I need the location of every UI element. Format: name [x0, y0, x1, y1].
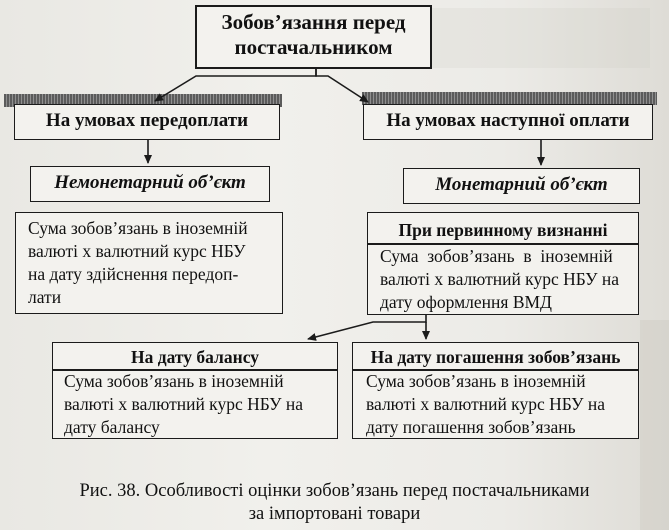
left-description-box	[15, 212, 283, 314]
repayment-date-box	[352, 342, 639, 439]
balance-date-line2: валюті х валютний курс НБУ на	[64, 394, 304, 414]
repayment-date-title: На дату погашення зобов’язань	[370, 347, 621, 367]
initial-recognition-divider	[367, 243, 639, 245]
header-shadow-left	[4, 94, 282, 107]
balance-date-line1: Сума зобов’язань в іноземній	[64, 371, 284, 391]
arrow-top-to-left	[154, 69, 317, 102]
left-header-label: На умовах передоплати	[45, 110, 249, 131]
left-description-line2: валюті х валютний курс НБУ	[28, 241, 246, 261]
balance-date-line3: дату балансу	[64, 417, 160, 437]
initial-recognition-box	[367, 212, 639, 315]
right-header-label: На умовах наступної оплати	[386, 110, 630, 131]
left-header-box	[14, 104, 280, 140]
header-shadow-right	[362, 92, 657, 105]
balance-date-box	[52, 342, 338, 439]
left-description-line4: лати	[28, 287, 62, 307]
left-object-label: Немонетарний об’єкт	[54, 172, 246, 193]
repayment-date-divider	[352, 369, 639, 371]
repayment-date-line1: Сума зобов’язань в іноземній	[366, 371, 586, 391]
figure-caption-line2: за імпортовані товари	[248, 504, 421, 524]
initial-recognition-title: При первинному визнанні	[398, 220, 608, 240]
left-object-box	[30, 166, 270, 202]
left-description-line1: Сума зобов’язань в іноземній	[28, 218, 248, 238]
top-box	[195, 5, 432, 69]
repayment-date-line3: дату погашення зобов’язань	[366, 417, 576, 437]
balance-date-divider	[52, 369, 338, 371]
balance-date-title: На дату балансу	[131, 347, 259, 367]
initial-recognition-line2: валюті х валютний курс НБУ на	[380, 269, 620, 289]
top-box-line1: Зобов’язання перед	[221, 10, 406, 34]
figure-caption-line1: Рис. 38. Особливості оцінки зобов’язань …	[79, 481, 590, 501]
arrow-top-to-right	[315, 69, 369, 103]
initial-recognition-line3: дату оформлення ВМД	[380, 292, 552, 312]
repayment-date-line2: валюті х валютний курс НБУ на	[366, 394, 606, 414]
background-bleed-right	[640, 320, 669, 530]
top-box-line2: постачальником	[234, 35, 393, 59]
right-header-box	[363, 104, 653, 140]
left-description-line3: на дату здійснення передоп-	[28, 264, 239, 284]
right-object-box	[403, 168, 640, 204]
initial-recognition-line1: Сума зобов’язань в іноземній	[380, 246, 613, 266]
right-object-label: Монетарний об’єкт	[435, 174, 608, 195]
arrow-initial-to-branches	[307, 315, 427, 341]
